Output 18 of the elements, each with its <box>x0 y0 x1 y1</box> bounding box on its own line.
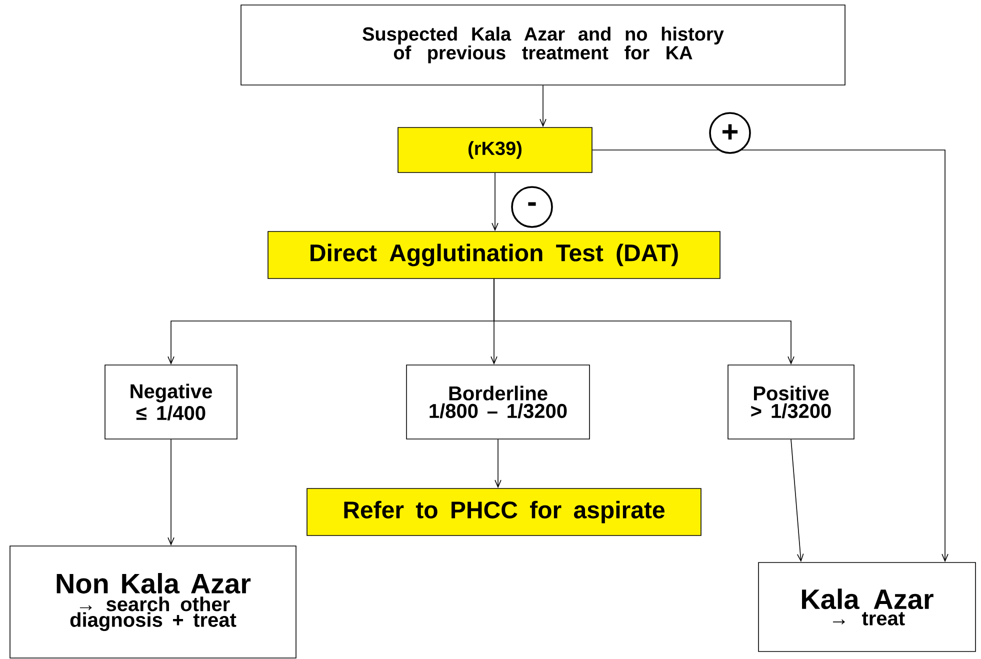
edge-label: + <box>709 112 751 154</box>
arrow <box>592 150 948 562</box>
process-box: Suspected Kala Azar and no history of previous treatment for KA <box>240 4 846 86</box>
arrow <box>168 439 174 546</box>
arrow <box>494 278 794 365</box>
arrow <box>790 439 804 562</box>
process-box: Negative ≤ 1/400 <box>104 364 238 440</box>
test-box: Direct Agglutination Test (DAT) <box>268 231 720 279</box>
edge-label: - <box>511 186 553 228</box>
process-box: Kala Azar → treat <box>758 562 976 652</box>
process-box: Positive > 1/3200 <box>728 364 854 440</box>
process-box: Borderline 1/800 – 1/3200 <box>406 364 590 440</box>
arrow <box>540 85 546 128</box>
arrow <box>494 439 502 488</box>
test-box: Refer to PHCC for aspirate <box>306 488 702 536</box>
test-box: (rK39) <box>398 127 592 173</box>
arrow <box>492 172 498 232</box>
process-box: Non Kala Azar → search other diagnosis + treat <box>10 546 296 658</box>
